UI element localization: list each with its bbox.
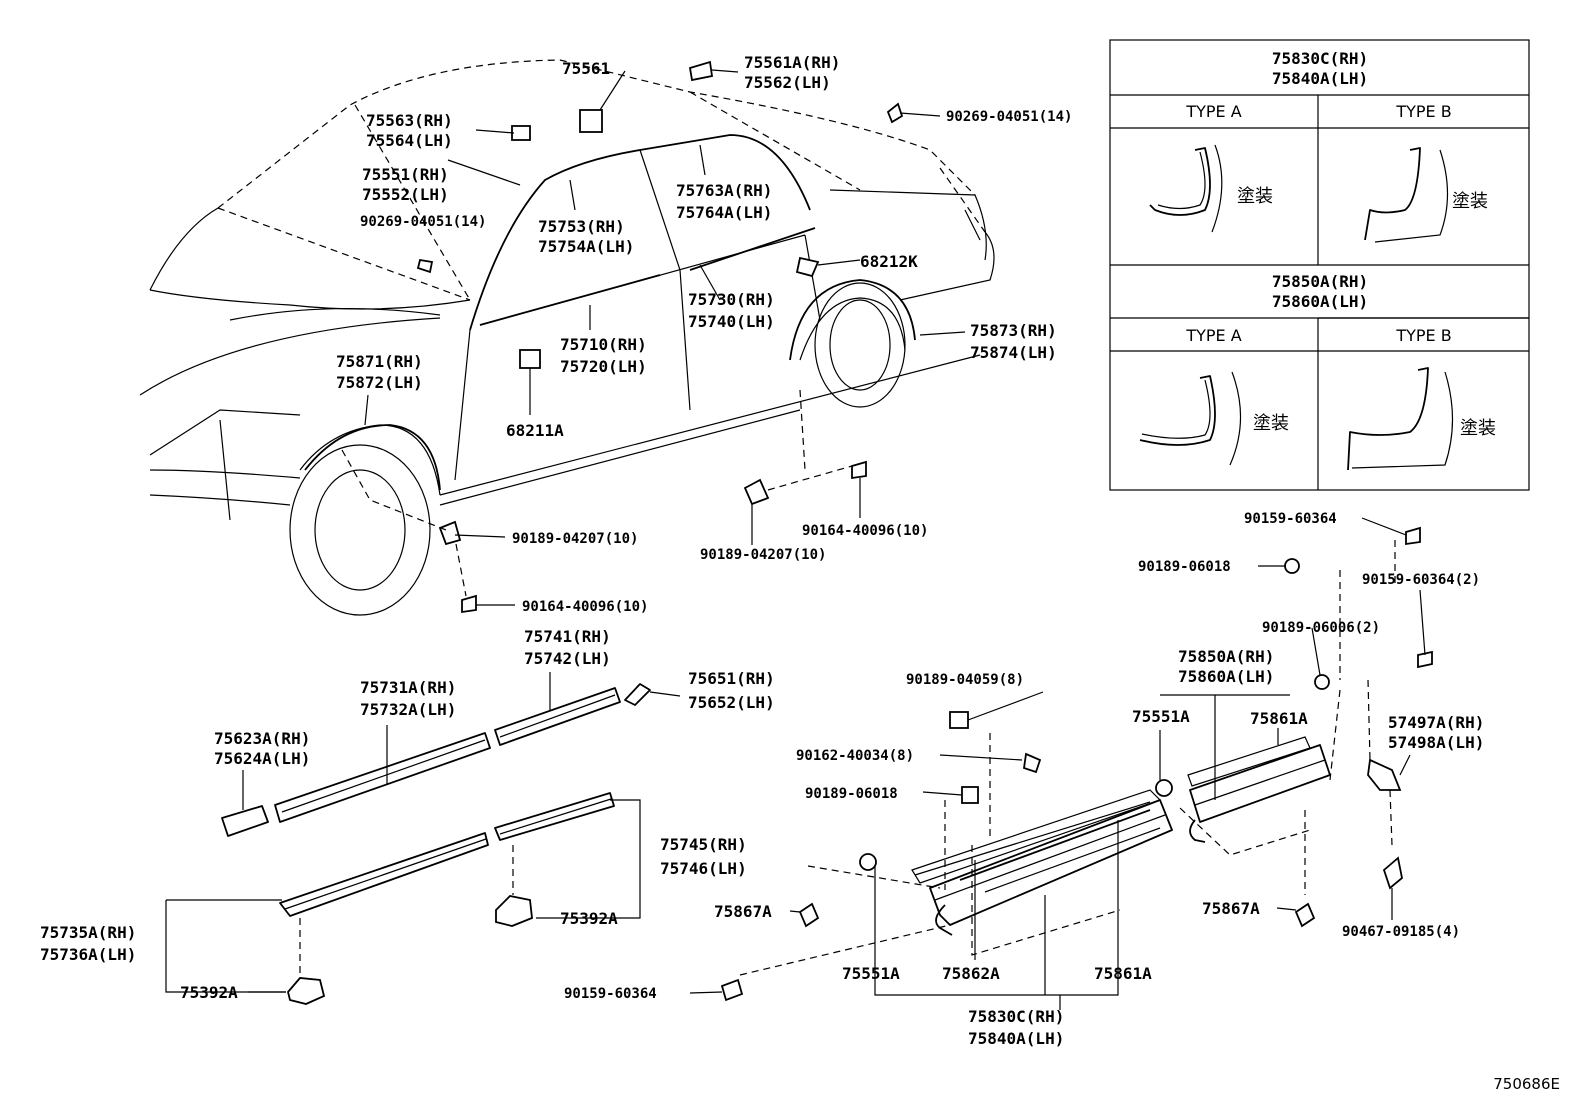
label-75624a: 75624A(LH) [214, 749, 310, 768]
label-57498a: 57498A(LH) [1388, 733, 1484, 752]
label-75710: 75710(RH) [560, 335, 647, 354]
label-90164-40096-b: 90164-40096(10) [802, 523, 928, 539]
label-75740: 75740(LH) [688, 312, 775, 331]
label-75392a-1: 75392A [560, 909, 618, 928]
label-75561: 75561 [562, 59, 610, 78]
label-75564: 75564(LH) [366, 131, 453, 150]
label-75741: 75741(RH) [524, 627, 611, 646]
label-75872: 75872(LH) [336, 373, 423, 392]
label-75860a: 75860A(LH) [1178, 667, 1274, 686]
label-75874: 75874(LH) [970, 343, 1057, 362]
label-90269-a: 90269-04051(14) [946, 109, 1072, 125]
label-90189-06006: 90189-06006(2) [1262, 620, 1380, 636]
molding-parts [221, 389, 1433, 1005]
label-75746: 75746(LH) [660, 859, 747, 878]
label-90189-06018-a: 90189-06018 [805, 786, 898, 802]
inset-type-a-2: TYPE A [1185, 326, 1241, 345]
label-90189-04207-b: 90189-04207(10) [700, 547, 826, 563]
inset-top-lh: 75840A(LH) [1272, 69, 1368, 88]
label-75736a: 75736A(LH) [40, 945, 136, 964]
label-75652: 75652(LH) [688, 693, 775, 712]
label-75735a: 75735A(RH) [40, 923, 136, 942]
inset-bottom-lh: 75860A(LH) [1272, 292, 1368, 311]
label-90159-60364-b: 90159-60364 [1244, 511, 1337, 527]
label-75867a-1: 75867A [714, 902, 772, 921]
label-75552: 75552(LH) [362, 185, 449, 204]
label-75873: 75873(RH) [970, 321, 1057, 340]
label-75861a-1: 75861A [1094, 964, 1152, 983]
inset-paint-2: 塗装 [1452, 190, 1488, 212]
label-75623a: 75623A(RH) [214, 729, 310, 748]
label-75551: 75551(RH) [362, 165, 449, 184]
label-75732a: 75732A(LH) [360, 700, 456, 719]
label-90162-40034: 90162-40034(8) [796, 748, 914, 764]
label-75745: 75745(RH) [660, 835, 747, 854]
label-75561a: 75561A(RH) [744, 53, 840, 72]
label-75651: 75651(RH) [688, 669, 775, 688]
label-90269-b: 90269-04051(14) [360, 214, 486, 230]
label-75764a: 75764A(LH) [676, 203, 772, 222]
label-75720: 75720(LH) [560, 357, 647, 376]
label-75753: 75753(RH) [538, 217, 625, 236]
inset-type-b-2: TYPE B [1395, 326, 1451, 345]
inset-type-a-1: TYPE A [1185, 102, 1241, 121]
label-75562: 75562(LH) [744, 73, 831, 92]
label-75840a: 75840A(LH) [968, 1029, 1064, 1048]
part-labels: 75561 75561A(RH) 75562(LH) 75563(RH) 755… [40, 53, 1484, 1048]
label-90189-04059: 90189-04059(8) [906, 672, 1024, 688]
inset-top-rh: 75830C(RH) [1272, 49, 1368, 68]
inset-bottom-rh: 75850A(RH) [1272, 272, 1368, 291]
label-90467-09185: 90467-09185(4) [1342, 924, 1460, 940]
label-90159-60364-a: 90159-60364 [564, 986, 657, 1002]
inset-paint-3: 塗装 [1253, 412, 1289, 434]
diagram-code: 750686E [1493, 1075, 1560, 1093]
inset-type-b-1: TYPE B [1395, 102, 1451, 121]
label-75730: 75730(RH) [688, 290, 775, 309]
label-75731a: 75731A(RH) [360, 678, 456, 697]
label-75763a: 75763A(RH) [676, 181, 772, 200]
label-57497a: 57497A(RH) [1388, 713, 1484, 732]
label-68211a: 68211A [506, 421, 564, 440]
label-68212k: 68212K [860, 252, 918, 271]
label-75754a: 75754A(LH) [538, 237, 634, 256]
label-75850a: 75850A(RH) [1178, 647, 1274, 666]
label-90164-40096-a: 90164-40096(10) [522, 599, 648, 615]
label-75871: 75871(RH) [336, 352, 423, 371]
label-90159-60364-c: 90159-60364(2) [1362, 572, 1480, 588]
car-body-illustration [139, 59, 995, 616]
label-75551a-2: 75551A [1132, 707, 1190, 726]
label-75867a-2: 75867A [1202, 899, 1260, 918]
label-75861a-2: 75861A [1250, 709, 1308, 728]
label-90189-06018-b: 90189-06018 [1138, 559, 1231, 575]
label-75563: 75563(RH) [366, 111, 453, 130]
label-75742: 75742(LH) [524, 649, 611, 668]
label-75551a-1: 75551A [842, 964, 900, 983]
leader-lines [165, 69, 1426, 1010]
type-inset-table: 75830C(RH) 75840A(LH) TYPE A TYPE B 7585… [1109, 39, 1530, 491]
label-90189-04207-a: 90189-04207(10) [512, 531, 638, 547]
inset-paint-1: 塗装 [1237, 185, 1273, 207]
label-75862a: 75862A [942, 964, 1000, 983]
label-75392a-2: 75392A [180, 983, 238, 1002]
label-75830c: 75830C(RH) [968, 1007, 1064, 1026]
inset-paint-4: 塗装 [1460, 417, 1496, 439]
